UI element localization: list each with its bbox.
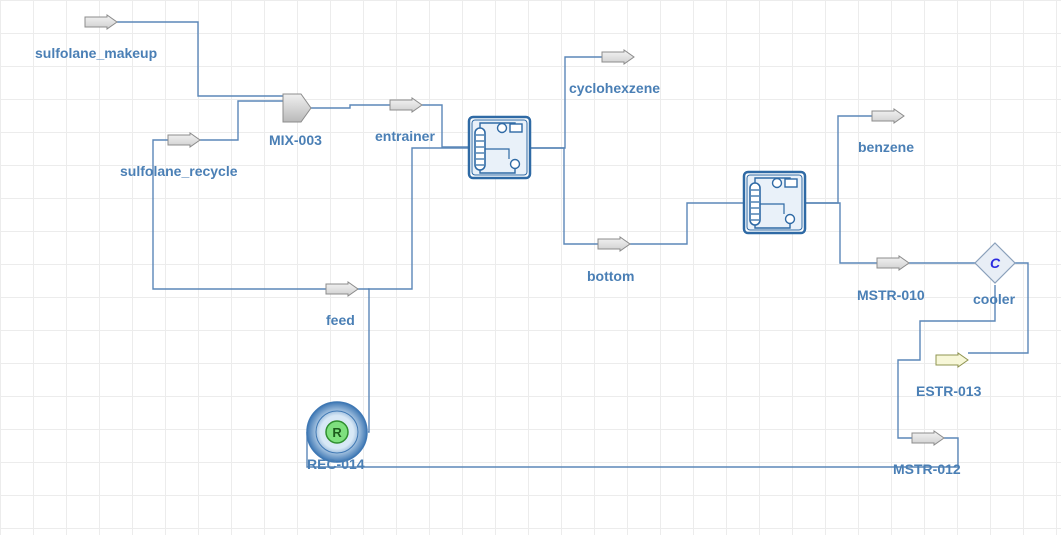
line-mstr012-to-recycle [306,432,959,468]
line-cooler-to-mstr012 [897,285,996,439]
recycle-symbol: R [332,425,342,440]
cooler-unit[interactable]: C [974,242,1016,284]
recycle-unit[interactable]: R [306,401,368,463]
label-bottom: bottom [587,268,634,284]
stream-sulfolane-recycle-arrow[interactable] [167,132,201,148]
connections [117,21,1029,468]
stream-mstr012-arrow[interactable] [911,430,945,446]
label-sulfolane-makeup: sulfolane_makeup [35,45,157,61]
label-benzene: benzene [858,139,914,155]
label-mixer: MIX-003 [269,132,322,148]
distillation-column-2[interactable] [742,170,807,235]
line-column1-to-bottom [530,147,598,245]
label-cyclohexzene: cyclohexzene [569,80,660,96]
line-mixer-to-entrainer [311,104,390,109]
label-cooler: cooler [973,291,1016,307]
line-entrainer-to-column1 [422,104,470,148]
cooler-symbol: C [990,255,1001,271]
labels: sulfolane_makeup MIX-003 entrainer sulfo… [35,45,1016,477]
line-feed-to-column1 [368,147,470,290]
stream-mstr010-arrow[interactable] [876,255,910,271]
mixer-unit[interactable] [282,93,312,123]
label-mstr-010: MSTR-010 [857,287,925,303]
stream-bottom-arrow[interactable] [597,236,631,252]
stream-feed-arrow[interactable] [325,281,359,297]
stream-entrainer-arrow[interactable] [389,97,423,113]
stream-estr013-arrow[interactable] [935,352,969,368]
line-recycle-to-mixer [200,100,283,141]
label-estr-013: ESTR-013 [916,383,982,399]
distillation-column-1[interactable] [467,115,532,180]
line-column2-to-mstr010 [804,202,877,264]
stream-cyclohexzene-arrow[interactable] [601,49,635,65]
label-recycle: REC-014 [307,456,365,472]
line-column1-to-cyclohexzene [530,56,602,149]
label-mstr-012: MSTR-012 [893,461,961,477]
label-feed: feed [326,312,355,328]
line-recycle-to-sulfolane-recycle [152,139,370,433]
label-sulfolane-recycle: sulfolane_recycle [120,163,238,179]
line-makeup-to-mixer [117,21,283,97]
line-cooler-to-estr013 [968,262,1029,354]
line-column2-to-benzene [804,115,872,204]
label-entrainer: entrainer [375,128,435,144]
line-bottom-to-column2 [630,202,744,245]
stream-benzene-arrow[interactable] [871,108,905,124]
stream-sulfolane-makeup-arrow[interactable] [84,14,118,30]
